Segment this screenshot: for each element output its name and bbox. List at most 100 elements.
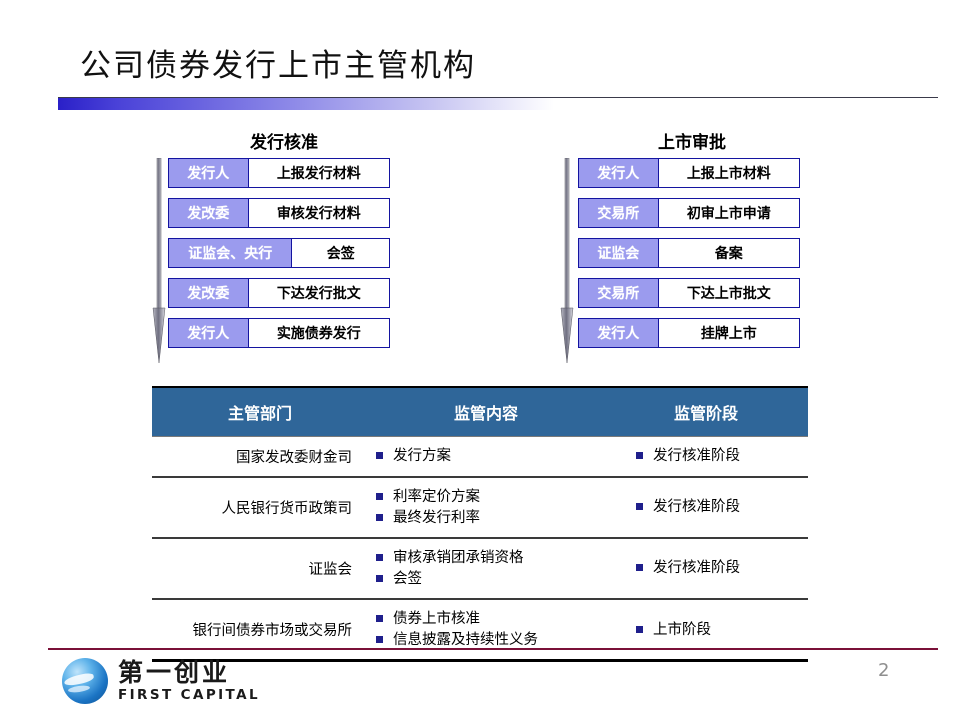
list-item-label: 发行核准阶段: [653, 499, 740, 516]
flow-step-action: 实施债券发行: [276, 326, 361, 342]
table-row[interactable]: 银行间债券市场或交易所 债券上市核准 信息披露及持续性义务 上市阶段: [152, 599, 808, 661]
list-item: 发行核准阶段: [636, 497, 808, 518]
list-item: 最终发行利率: [376, 508, 604, 529]
logo-name-en: FIRST CAPITAL: [118, 686, 260, 703]
flow-step-actor: 发行人: [579, 159, 659, 187]
bullet-list: 发行核准阶段: [636, 446, 808, 467]
list-item: 债券上市核准: [376, 609, 604, 630]
flow-step-action: 挂牌上市: [700, 326, 757, 342]
list-item-label: 最终发行利率: [393, 509, 480, 526]
column-header-stage: 监管阶段: [604, 386, 808, 437]
flow-step-action: 审核发行材料: [276, 206, 361, 222]
flow-heading-left: 发行核准: [250, 133, 318, 153]
list-item: 发行方案: [376, 446, 604, 467]
bullet-square-icon: [376, 493, 383, 500]
cell-department: 人民银行货币政策司: [221, 501, 353, 518]
bullet-square-icon: [636, 564, 643, 572]
bullet-list: 债券上市核准 信息披露及持续性义务: [376, 609, 604, 650]
bullet-list: 发行方案: [376, 446, 604, 467]
footer-divider: [48, 648, 938, 650]
list-item-label: 发行核准阶段: [653, 448, 740, 465]
title-rule: [58, 97, 938, 98]
bullet-square-icon: [636, 452, 643, 460]
column-header-content: 监管内容: [368, 386, 604, 437]
down-arrow-icon-left: [152, 158, 166, 363]
table-body: 国家发改委财金司 发行方案 发行核准阶段 人民银行货币政策司 利率定价方案 最终…: [152, 437, 808, 661]
list-item: 发行核准阶段: [636, 446, 808, 467]
bullet-list: 审核承销团承销资格 会签: [376, 548, 604, 589]
bullet-square-icon: [376, 554, 383, 562]
cell-content: 审核承销团承销资格 会签: [368, 538, 604, 599]
bullet-square-icon: [376, 574, 383, 582]
flow-step[interactable]: 发改委 审核发行材料: [168, 198, 390, 228]
table-row[interactable]: 国家发改委财金司 发行方案 发行核准阶段: [152, 437, 808, 478]
flow-step[interactable]: 发行人 上报上市材料: [578, 158, 800, 188]
flow-step-action: 下达上市批文: [686, 286, 771, 302]
globe-icon: [62, 658, 108, 704]
cell-department: 银行间债券市场或交易所: [192, 623, 353, 640]
cell-stage: 发行核准阶段: [604, 477, 808, 538]
flow-step-actor: 交易所: [579, 199, 659, 227]
bullet-square-icon: [636, 625, 643, 633]
bullet-list: 利率定价方案 最终发行利率: [376, 487, 604, 528]
list-item-label: 债券上市核准: [393, 611, 480, 628]
column-header-department: 主管部门: [152, 386, 368, 437]
flow-heading-right: 上市审批: [658, 133, 726, 153]
bullet-list: 发行核准阶段: [636, 497, 808, 518]
flow-step-action: 上报发行材料: [276, 166, 361, 182]
cell-stage: 发行核准阶段: [604, 538, 808, 599]
flow-step[interactable]: 证监会 备案: [578, 238, 800, 268]
table-row[interactable]: 证监会 审核承销团承销资格 会签 发行核准阶段: [152, 538, 808, 600]
list-item: 利率定价方案: [376, 487, 604, 508]
title-gradient-bar: [58, 98, 554, 110]
company-logo: 第一创业 FIRST CAPITAL: [62, 658, 260, 704]
flow-step[interactable]: 交易所 初审上市申请: [578, 198, 800, 228]
list-item-label: 利率定价方案: [393, 489, 480, 505]
list-item-label: 会签: [393, 570, 422, 587]
list-item: 发行核准阶段: [636, 558, 808, 579]
page-title: 公司债券发行上市主管机构: [80, 48, 476, 84]
flow-step[interactable]: 发行人 实施债券发行: [168, 318, 390, 348]
page-number: 2: [878, 660, 890, 681]
bullet-square-icon: [376, 452, 383, 460]
flow-step-actor: 发行人: [169, 319, 249, 347]
list-item-label: 上市阶段: [653, 621, 711, 638]
flow-step-actor: 证监会: [579, 239, 659, 267]
flow-step[interactable]: 发行人 挂牌上市: [578, 318, 800, 348]
flow-step[interactable]: 证监会、央行 会签: [168, 238, 390, 268]
cell-content: 债券上市核准 信息披露及持续性义务: [368, 599, 604, 661]
cell-content: 发行方案: [368, 437, 604, 478]
bullet-square-icon: [376, 513, 383, 521]
list-item-label: 审核承销团承销资格: [393, 550, 524, 567]
flow-step-action: 下达发行批文: [276, 286, 361, 302]
flow-steps-right: 发行人 上报上市材料 交易所 初审上市申请 证监会 备案 交易所 下达上市批文 …: [578, 158, 800, 358]
flow-step-actor: 交易所: [579, 279, 659, 307]
flow-step-actor: 证监会、央行: [169, 239, 293, 267]
bullet-square-icon: [376, 615, 383, 623]
flow-step-actor: 发行人: [169, 159, 249, 187]
table-header: 主管部门 监管内容 监管阶段: [152, 386, 808, 437]
down-arrow-icon-right: [560, 158, 574, 363]
flow-step-actor: 发行人: [579, 319, 659, 347]
flow-step-action: 初审上市申请: [686, 206, 771, 222]
list-item: 会签: [376, 569, 604, 590]
list-item-label: 发行核准阶段: [653, 560, 740, 577]
flow-step[interactable]: 发行人 上报发行材料: [168, 158, 390, 188]
list-item: 信息披露及持续性义务: [376, 630, 604, 651]
flow-step[interactable]: 交易所 下达上市批文: [578, 278, 800, 308]
bullet-list: 上市阶段: [636, 620, 808, 641]
table-row[interactable]: 人民银行货币政策司 利率定价方案 最终发行利率 发行核准阶段: [152, 477, 808, 539]
bullet-square-icon: [636, 503, 643, 511]
bullet-list: 发行核准阶段: [636, 558, 808, 579]
logo-text: 第一创业 FIRST CAPITAL: [118, 660, 260, 703]
flow-step[interactable]: 发改委 下达发行批文: [168, 278, 390, 308]
cell-stage: 上市阶段: [604, 599, 808, 661]
list-item: 审核承销团承销资格: [376, 548, 604, 569]
list-item-label: 发行方案: [393, 448, 451, 465]
flow-step-actor: 发改委: [169, 279, 249, 307]
flow-step-action: 备案: [714, 246, 743, 262]
bullet-square-icon: [376, 635, 383, 643]
flow-steps-left: 发行人 上报发行材料 发改委 审核发行材料 证监会、央行 会签 发改委 下达发行…: [168, 158, 390, 358]
regulator-table: 主管部门 监管内容 监管阶段 国家发改委财金司 发行方案 发行核准阶段 人民银行…: [152, 386, 808, 662]
flow-step-action: 会签: [326, 246, 355, 262]
